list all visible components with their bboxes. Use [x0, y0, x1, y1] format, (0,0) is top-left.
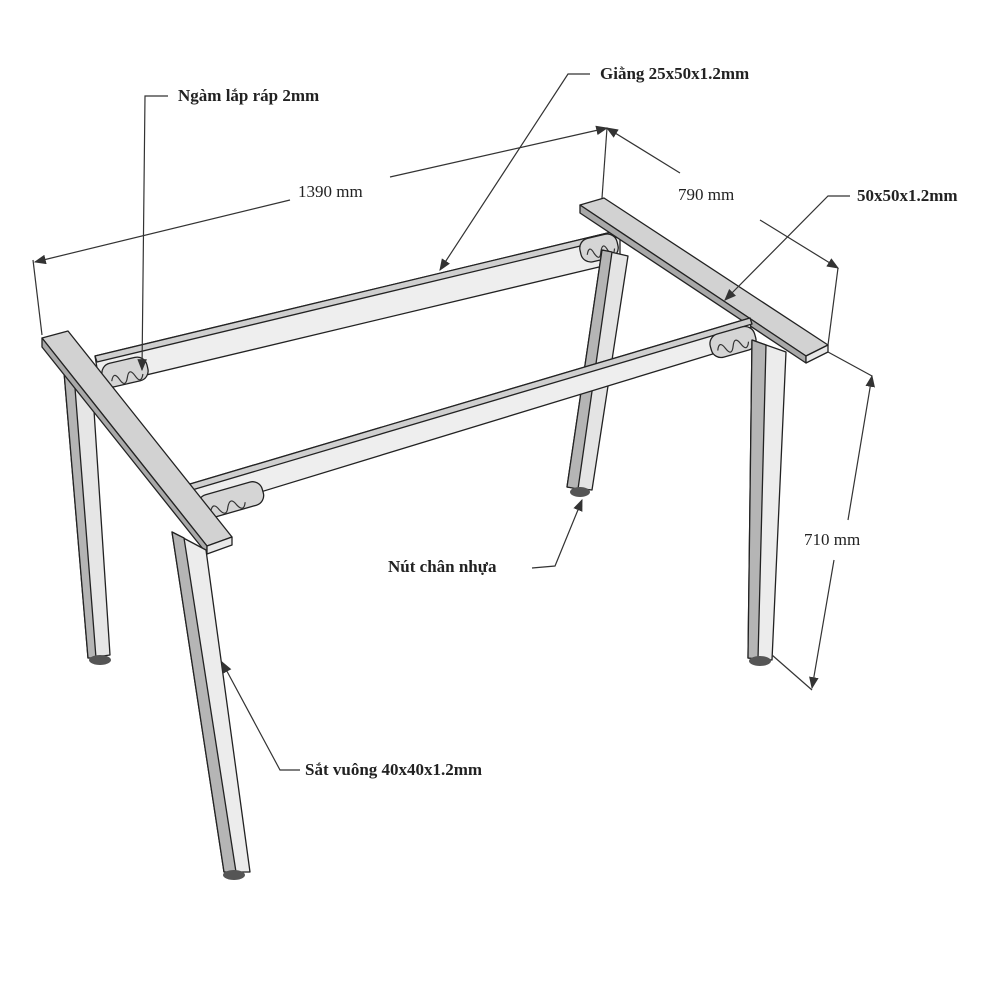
label-joint: Ngàm lắp ráp 2mm: [178, 86, 320, 105]
joint-slot-icon: [709, 325, 757, 359]
label-top-bar: 50x50x1.2mm: [857, 186, 958, 205]
leg-front-left: [171, 531, 251, 880]
foot-cap-icon: [223, 870, 245, 880]
dimension-height: [771, 351, 875, 691]
leg-front-right: [747, 339, 787, 666]
front-stretcher: [189, 317, 757, 519]
dimension-width-text: 790 mm: [678, 185, 735, 204]
dimension-length-text: 1390 mm: [298, 182, 363, 201]
dimension-length: [32, 125, 609, 336]
back-stretcher: [94, 229, 623, 388]
dimension-width: [605, 127, 840, 346]
label-foot-cap: Nút chân nhựa: [388, 557, 497, 576]
dimension-height-text: 710 mm: [804, 530, 861, 549]
foot-cap-icon: [89, 655, 111, 665]
foot-cap-icon: [749, 656, 771, 666]
joint-slot-icon: [101, 233, 619, 388]
leader-lines: [137, 73, 850, 771]
label-leg-tube: Sắt vuông 40x40x1.2mm: [305, 760, 483, 779]
label-brace: Giằng 25x50x1.2mm: [600, 64, 750, 83]
foot-cap-icon: [570, 487, 590, 497]
